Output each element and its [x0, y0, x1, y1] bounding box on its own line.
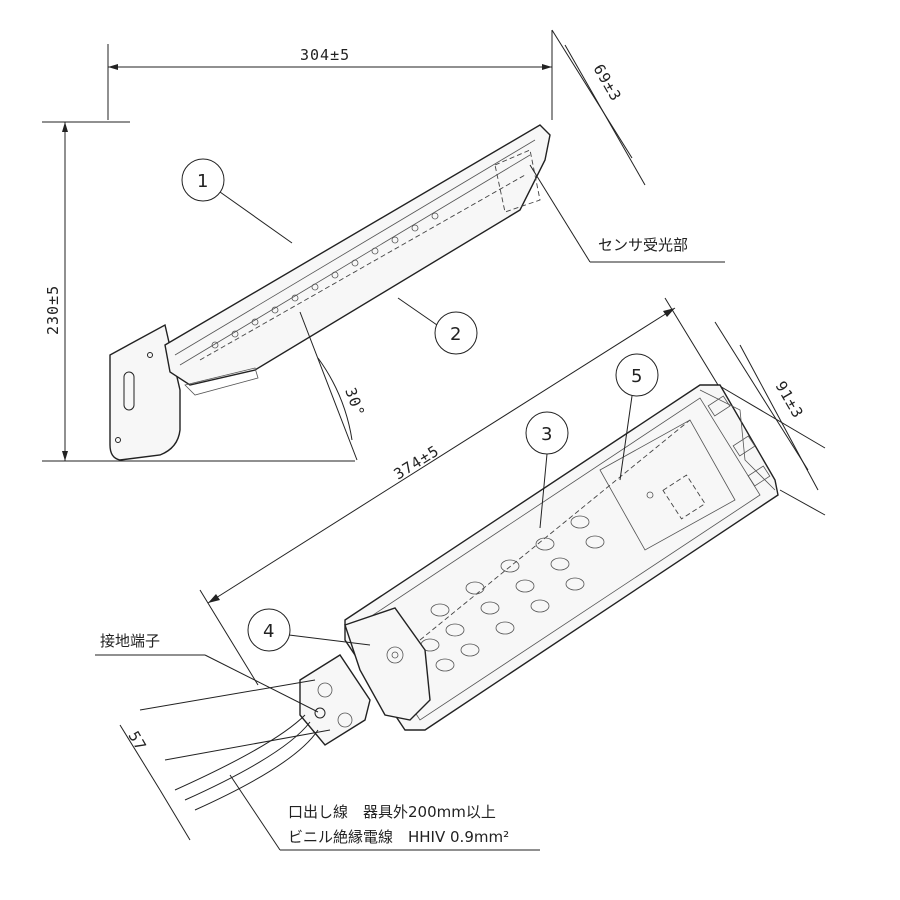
callout-4: 4	[263, 621, 274, 642]
dim-body-length: 374±5	[391, 442, 443, 484]
dim-height: 230±5	[44, 285, 62, 335]
label-sensor: センサ受光部	[598, 236, 688, 254]
dim-angle: 30°	[341, 385, 368, 419]
callout-3: 3	[541, 424, 552, 445]
callout-2: 2	[450, 324, 461, 345]
led-row-side	[211, 212, 439, 349]
dim-top-width: 304±5	[300, 46, 350, 64]
mounting-bracket	[109, 323, 181, 461]
wire-entry	[344, 607, 431, 721]
led-array	[420, 515, 605, 672]
dim-body-width: 91±3	[772, 378, 808, 422]
label-lead-wire-2: ビニル絶縁電線 HHIV 0.9mm²	[288, 828, 509, 846]
callout-5-circle	[615, 353, 659, 397]
callout-1-circle	[181, 158, 225, 202]
callout-2-circle	[434, 311, 478, 355]
callout-1: 1	[197, 171, 208, 192]
label-ground-terminal: 接地端子	[100, 632, 160, 650]
callout-4-circle	[247, 608, 291, 652]
luminaire-cover	[164, 124, 551, 386]
side-view: 304±5 69±3 230±5 センサ	[42, 29, 725, 462]
dim-wire-offset: 57	[125, 728, 151, 754]
terminal-block	[299, 654, 371, 746]
callout-5: 5	[631, 366, 642, 387]
bottom-view: 374±5 91±3	[95, 297, 826, 851]
label-lead-wire-1: 口出し線 器具外200mm以上	[288, 803, 496, 821]
